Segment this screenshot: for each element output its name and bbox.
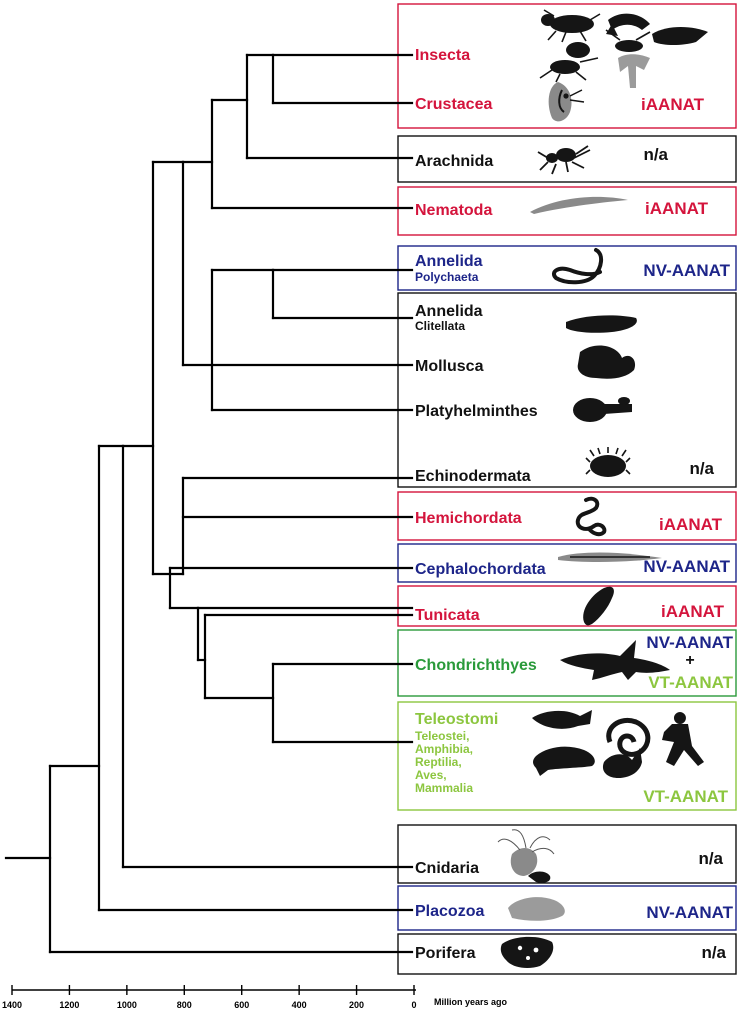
- label-porifera: Porifera: [415, 945, 476, 962]
- placozoan-icon: [508, 897, 565, 921]
- rooster-icon: [602, 748, 642, 778]
- axis-tick-label: 200: [349, 1000, 364, 1010]
- tag-placozoa: NV-AANAT: [646, 903, 733, 922]
- fish-icon: [532, 710, 592, 729]
- sea-urchin-icon: [585, 447, 631, 477]
- tag-hemichordata: iAANAT: [659, 515, 723, 534]
- tag-tunicata: iAANAT: [661, 602, 725, 621]
- axis-unit-label: Million years ago: [434, 997, 508, 1007]
- label-annelida-polychaeta: Annelida: [415, 253, 483, 270]
- label-placozoa: Placozoa: [415, 903, 484, 920]
- label-mollusca: Mollusca: [415, 358, 484, 375]
- tag-nematoda: iAANAT: [645, 199, 709, 218]
- nematode-icon: [530, 196, 628, 214]
- label-hemichordata: Hemichordata: [415, 510, 522, 527]
- box-teleostomi: [397, 701, 737, 811]
- box-cephalochordata: [397, 543, 737, 583]
- tag-chondrichthyes-plus: +: [685, 652, 694, 669]
- snake-icon: [606, 718, 651, 757]
- box-placozoa: [397, 885, 737, 931]
- axis-tick-label: 600: [234, 1000, 249, 1010]
- label-platyhelminthes: Platyhelminthes: [415, 403, 538, 420]
- tag-cnidaria: n/a: [698, 849, 723, 868]
- label-teleostomi-member-2: Reptilia,: [415, 755, 462, 769]
- box-lophotrochozoa: [397, 292, 737, 488]
- tag-cephalochordata: NV-AANAT: [643, 557, 730, 576]
- axis-tick-label: 1000: [117, 1000, 137, 1010]
- axis-tick-label: 0: [411, 1000, 416, 1010]
- lancelet-icon: [558, 552, 662, 563]
- frog-icon: [533, 746, 595, 776]
- leech-icon: [566, 315, 637, 333]
- axis-tick-label: 400: [292, 1000, 307, 1010]
- tunicate-icon: [583, 586, 614, 626]
- hydra-icon: [497, 829, 555, 883]
- label-crustacea: Crustacea: [415, 96, 492, 113]
- tag-chondrichthyes-vt: VT-AANAT: [648, 673, 733, 692]
- tag-polychaeta: NV-AANAT: [643, 261, 730, 280]
- box-cnidaria: [397, 824, 737, 884]
- box-polychaeta: [397, 245, 737, 291]
- tag-teleostomi: VT-AANAT: [643, 787, 728, 806]
- label-teleostomi-member-3: Aves,: [415, 768, 447, 782]
- tag-porifera: n/a: [701, 943, 726, 962]
- sponge-icon: [500, 936, 554, 968]
- group-boxes: [397, 3, 737, 975]
- time-axis: 1400 1200 1000 800 600 400 200 0 Million years …: [2, 985, 508, 1010]
- axis-tick-label: 1400: [2, 1000, 22, 1010]
- tag-arachnida: n/a: [643, 145, 668, 164]
- snail-icon: [577, 345, 636, 379]
- box-tunicata: [397, 585, 737, 627]
- axis-tick-label: 800: [177, 1000, 192, 1010]
- tag-arthropod: iAANAT: [641, 95, 705, 114]
- label-teleostomi-member-0: Teleostei,: [415, 729, 469, 743]
- human-icon: [662, 712, 704, 766]
- polychaete-icon: [552, 248, 603, 285]
- label-teleostomi-member-4: Mammalia: [415, 781, 473, 795]
- box-nematoda: [397, 186, 737, 236]
- enzyme-tags: iAANAT n/a iAANAT NV-AANAT n/a iAANAT NV…: [641, 95, 734, 962]
- box-porifera: [397, 933, 737, 975]
- flatworm-icon: [573, 397, 632, 422]
- organism-silhouettes: [497, 9, 708, 968]
- taxon-labels: Insecta Crustacea Arachnida Nematoda Ann…: [415, 47, 546, 962]
- acorn-worm-icon: [575, 496, 607, 537]
- shark-icon: [560, 640, 670, 680]
- teleostomi-icons: [532, 710, 704, 778]
- spider-icon: [537, 145, 591, 175]
- axis-tick-label: 1200: [59, 1000, 79, 1010]
- label-polychaeta: Polychaeta: [415, 270, 479, 284]
- tag-chondrichthyes-nv: NV-AANAT: [646, 633, 733, 652]
- axis-ticks: 1400 1200 1000 800 600 400 200 0: [2, 985, 417, 1010]
- label-arachnida: Arachnida: [415, 153, 493, 170]
- label-nematoda: Nematoda: [415, 202, 492, 219]
- label-cnidaria: Cnidaria: [415, 860, 479, 877]
- label-insecta: Insecta: [415, 47, 470, 64]
- label-tunicata: Tunicata: [415, 607, 480, 624]
- label-teleostomi: Teleostomi: [415, 711, 498, 728]
- box-arthropoda: [397, 3, 737, 129]
- label-echinodermata: Echinodermata: [415, 468, 531, 485]
- phylogenetic-tree: [4, 53, 414, 954]
- crustacean-icon: [548, 82, 585, 122]
- label-annelida-clitellata: Annelida: [415, 303, 483, 320]
- label-teleostomi-member-1: Amphibia,: [415, 742, 473, 756]
- label-clitellata: Clitellata: [415, 319, 465, 333]
- tag-echinodermata: n/a: [689, 459, 714, 478]
- label-cephalochordata: Cephalochordata: [415, 561, 546, 578]
- insect-icon: [539, 9, 708, 88]
- label-chondrichthyes: Chondrichthyes: [415, 657, 537, 674]
